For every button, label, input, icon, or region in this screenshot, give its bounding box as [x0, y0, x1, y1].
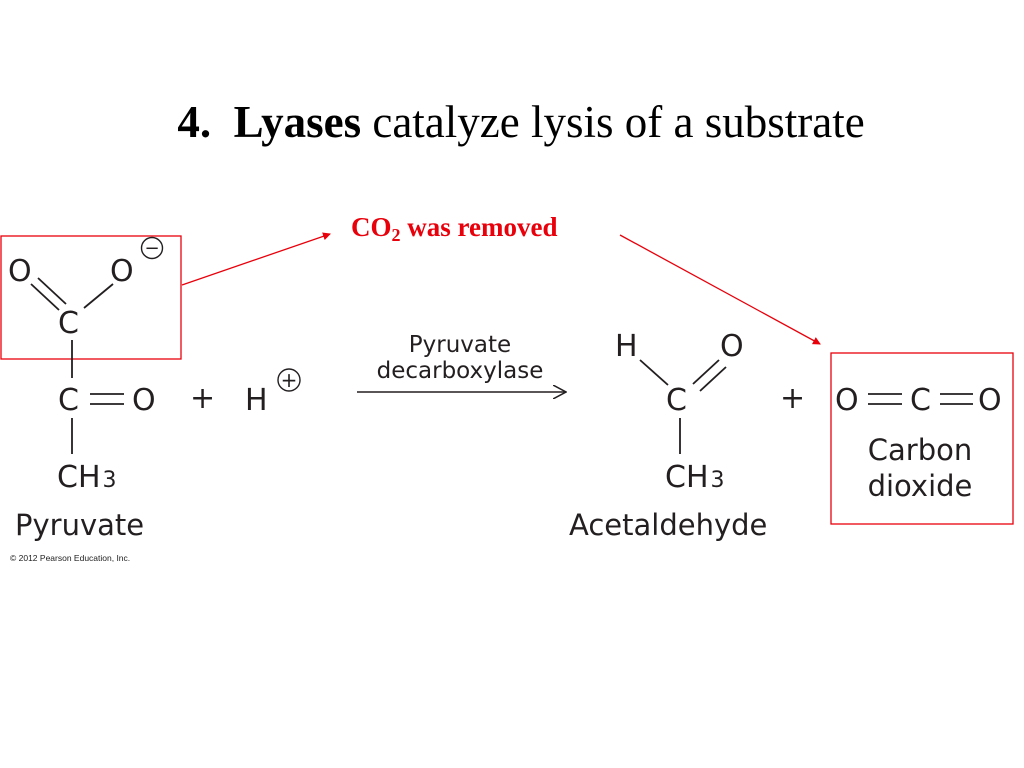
co2-bonds	[868, 393, 973, 405]
title-number: 4.	[177, 97, 212, 147]
atom-oxygen: O	[835, 383, 859, 418]
bond-double-b	[37, 277, 67, 305]
product2-name-line2: dioxide	[868, 469, 973, 503]
title-rest: catalyze lysis of a substrate	[361, 97, 865, 147]
acetaldehyde-structure: H O C CH3 Acetaldehyde	[569, 329, 767, 542]
plus-sign: +	[780, 381, 805, 416]
charge-label: −	[144, 238, 159, 259]
reactant-name: Pyruvate	[15, 508, 144, 542]
bond-single	[83, 283, 114, 309]
proton-symbol: H	[245, 383, 268, 418]
atom-methyl: CH3	[665, 460, 725, 495]
atom-oxygen: O	[132, 383, 156, 418]
title-keyword: Lyases	[233, 97, 362, 147]
callout-arrow-right	[619, 234, 821, 345]
acetaldehyde-bonds	[639, 359, 727, 454]
positive-charge-icon	[277, 368, 301, 392]
callout-arrow-left	[181, 232, 331, 286]
pyruvate-bonds	[30, 277, 124, 454]
atom-oxygen: O	[720, 329, 744, 364]
callout-label: CO2 was removed	[351, 210, 557, 244]
atom-carbon: C	[910, 383, 931, 418]
pyruvate-structure: O O − C C O CH3 Pyruvate	[8, 236, 164, 542]
callout-text: was removed	[400, 212, 558, 242]
atom-methyl: CH3	[57, 460, 117, 495]
plus-sign: +	[190, 381, 215, 416]
co2-highlight-box	[830, 352, 1014, 525]
atom-carbon: C	[58, 383, 79, 418]
atom-oxygen: O	[8, 254, 32, 289]
bond-double-a	[30, 283, 60, 311]
copyright-notice: © 2012 Pearson Education, Inc.	[10, 553, 131, 563]
bond-single	[639, 359, 669, 386]
atom-hydrogen: H	[615, 329, 638, 364]
enzyme-label-line2: decarboxylase	[377, 358, 544, 384]
callout-formula: CO	[351, 212, 392, 242]
bond-double-b	[699, 366, 727, 392]
proton-charge: +	[281, 368, 298, 392]
proton-group: + H +	[190, 368, 301, 418]
atom-oxygen: O	[110, 254, 134, 289]
enzyme-group: Pyruvate decarboxylase	[357, 332, 566, 392]
atom-oxygen: O	[978, 383, 1002, 418]
slide-title: 4. Lyases catalyze lysis of a substrate	[0, 96, 1024, 148]
product2-name-line1: Carbon	[868, 433, 972, 467]
negative-charge-icon	[140, 236, 164, 260]
carboxylate-highlight-box	[0, 235, 182, 360]
enzyme-label-line1: Pyruvate	[409, 332, 511, 358]
bond-double-a	[692, 359, 720, 385]
atom-carbon: C	[58, 306, 79, 341]
callout-subscript: 2	[391, 225, 401, 245]
product1-name: Acetaldehyde	[569, 508, 767, 542]
co2-structure: O C O Carbon dioxide	[835, 383, 1002, 503]
atom-carbon: C	[666, 383, 687, 418]
